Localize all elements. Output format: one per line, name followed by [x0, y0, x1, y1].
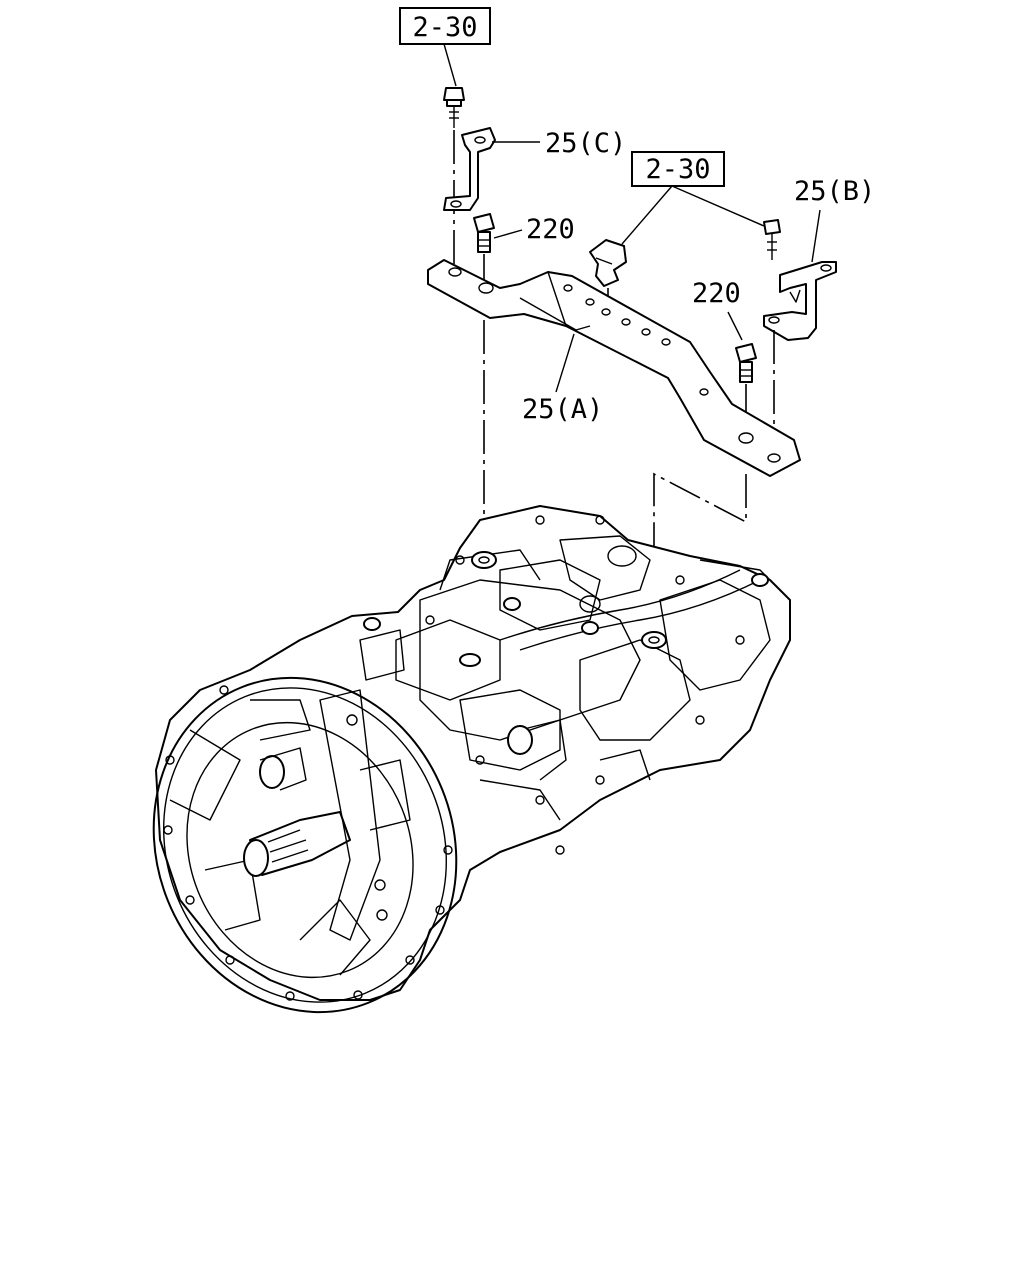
bolt-220-left-icon[interactable] — [473, 213, 495, 253]
label-220-left: 220 — [526, 214, 575, 245]
clip-icon[interactable] — [589, 239, 627, 287]
leader-25b — [811, 209, 821, 263]
transmission-assembly — [152, 505, 791, 1014]
leader-ref-mid-bolt — [671, 185, 765, 227]
bracket-25c-icon[interactable] — [443, 127, 496, 211]
leader-ref-mid-clip — [621, 185, 673, 245]
ref-box-top[interactable]: 2-30 — [399, 7, 491, 45]
ref-label-mid: 2-30 — [645, 154, 710, 185]
label-25b: 25(B) — [794, 176, 875, 207]
bolt-right-top-icon[interactable] — [763, 219, 781, 260]
bolt-220-right-icon[interactable] — [735, 343, 757, 383]
ref-box-mid[interactable]: 2-30 — [631, 151, 725, 187]
bracket-25b-icon[interactable] — [763, 261, 837, 341]
leader-25a — [555, 333, 575, 393]
label-25c: 25(C) — [545, 128, 626, 159]
leader-220-left — [493, 229, 523, 239]
leader-ref-top — [443, 43, 457, 87]
label-25a: 25(A) — [522, 394, 603, 425]
bracket-25a-icon[interactable] — [427, 259, 801, 477]
guide-mount-right — [653, 472, 747, 640]
leader-220-right — [727, 311, 743, 341]
bolt-top-icon[interactable] — [443, 87, 465, 128]
ref-label-top: 2-30 — [412, 12, 477, 43]
label-220-right: 220 — [692, 278, 741, 309]
